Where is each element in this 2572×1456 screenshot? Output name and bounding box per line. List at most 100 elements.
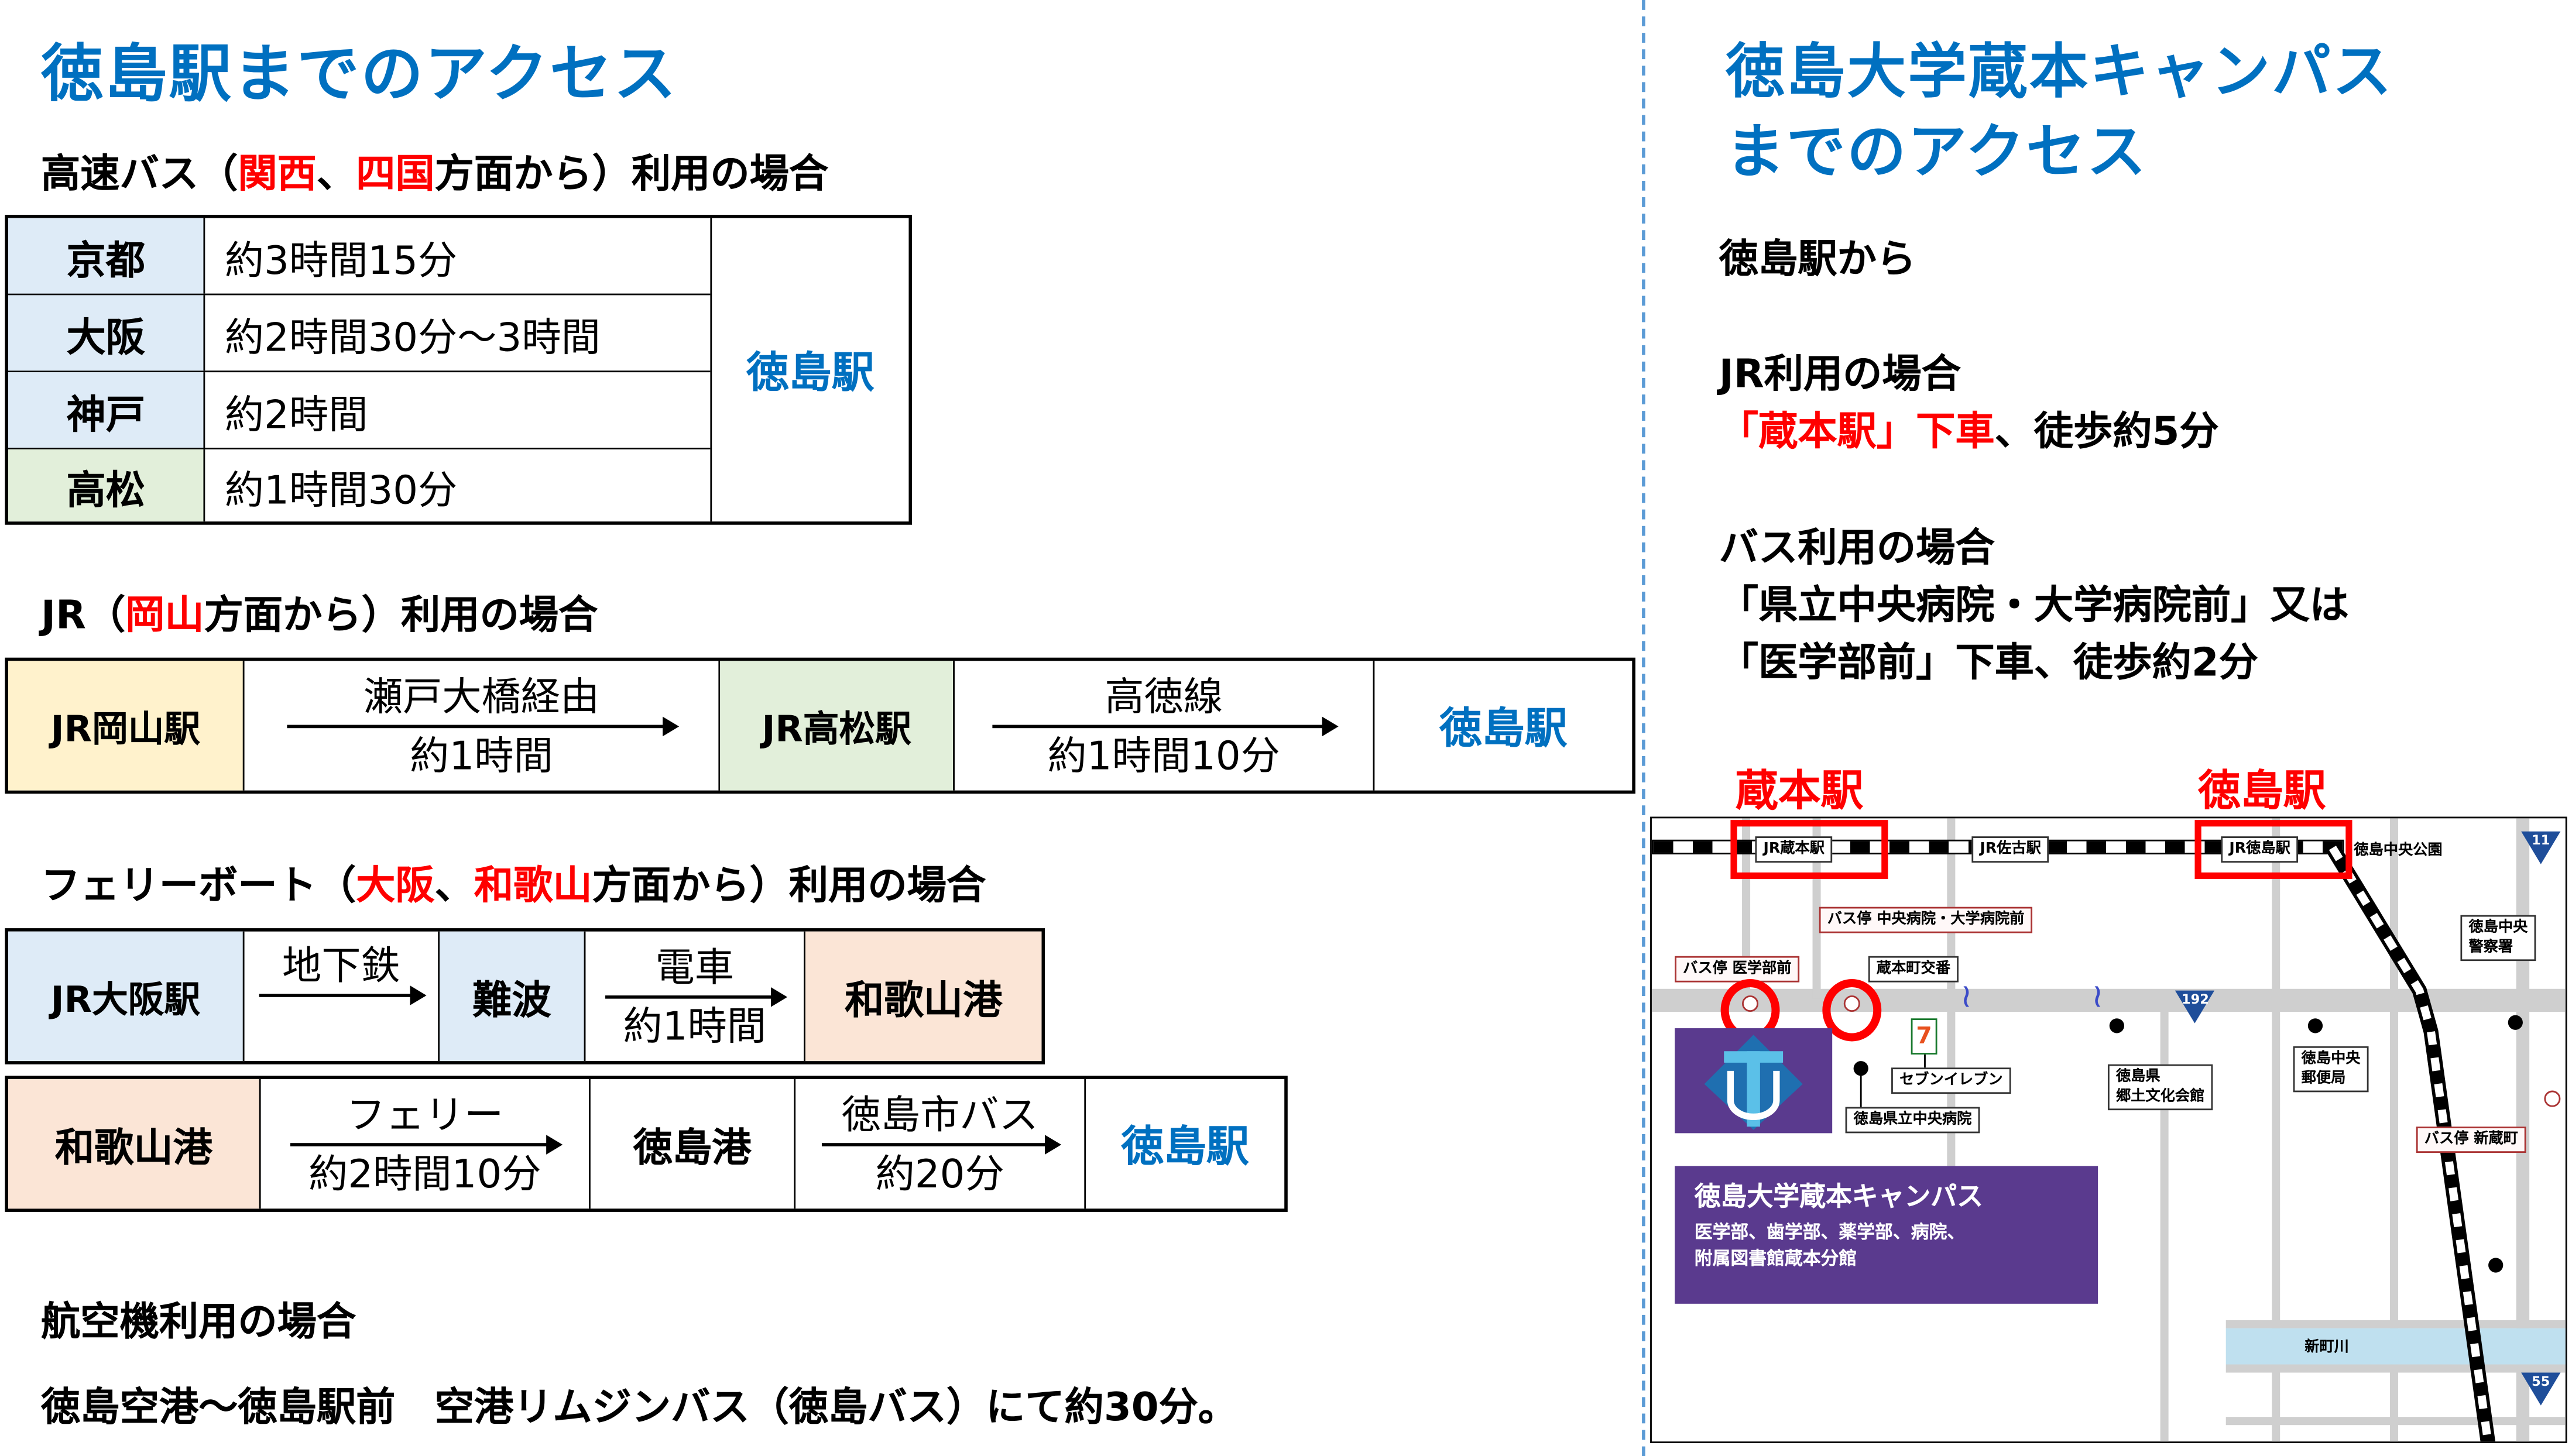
heading-red-okayama: 岡山	[125, 592, 204, 638]
heading-text: 方面から）利用の場合	[434, 150, 829, 197]
university-logo-icon	[1704, 1035, 1803, 1130]
poi-dot	[2488, 1258, 2504, 1273]
highway-bus-heading: 高速バス（関西、四国方面から）利用の場合	[41, 141, 828, 198]
tokushima-callout: 徳島駅	[2198, 767, 2326, 817]
leg-cell: 地下鉄	[245, 931, 440, 1062]
ferry-heading: フェリーボート（大阪、和歌山方面から）利用の場合	[41, 853, 986, 910]
leg-duration: 約20分	[875, 1150, 1004, 1197]
table-row: 京都 約3時間15分	[8, 218, 711, 296]
destination-cell: 徳島駅	[746, 349, 875, 399]
heading-red-kansai: 関西	[238, 150, 317, 197]
table-row: 高松 約1時間30分	[8, 449, 710, 522]
jr-heading: JR（岡山方面から）利用の場合	[41, 582, 598, 640]
leg-label: 電車	[655, 943, 735, 990]
culture-hall-label: 徳島県 郷土文化会館	[2107, 1064, 2213, 1111]
leader-line	[1860, 1072, 1862, 1109]
destination-cell: 徳島駅	[1121, 1123, 1249, 1173]
heading-text: 方面から）利用の場合	[204, 592, 598, 638]
arrow-right-icon	[287, 716, 680, 736]
heading-text: JR（	[41, 592, 126, 638]
river-shinmachi	[2225, 1328, 2566, 1365]
leg-cell: 高徳線 約1時間10分	[955, 661, 1375, 791]
post-office-label: 徳島中央 郵便局	[2293, 1046, 2369, 1093]
origin-cell: 高松	[8, 449, 205, 522]
highway-bus-table: 京都 約3時間15分 大阪 約2時間30分～3時間 神戸 約2時間 高松 約1時…	[5, 215, 913, 525]
duration-cell: 約2時間	[224, 391, 368, 437]
bus-case-line2: 「医学部前」下車、徒歩約2分	[1719, 639, 2258, 686]
campus-info-box: 徳島大学蔵本キャンパス 医学部、歯学部、薬学部、病院、 附属図書館蔵本分館	[1675, 1166, 2098, 1304]
bus-stop-label-igakubu: バス停 医学部前	[1675, 956, 1800, 983]
koban-label: 蔵本町交番	[1868, 956, 1959, 983]
station-cell: JR大阪駅	[8, 931, 245, 1062]
jr-case-heading: JR利用の場合	[1719, 351, 1961, 397]
road	[2225, 1320, 2566, 1328]
river-wave-icon: ≀	[2091, 976, 2104, 1015]
arrow-right-icon	[992, 716, 1339, 736]
station-cell: JR高松駅	[720, 661, 955, 791]
bus-stop-label-hospital: バス停 中央病院・大学病院前	[1819, 906, 2033, 933]
origin-cell: 京都	[8, 218, 205, 294]
station-label-sako: JR佐古駅	[1971, 836, 2049, 863]
tokushima-highlight-box	[2194, 820, 2352, 880]
air-text: 徳島空港～徳島駅前 空港リムジンバス（徳島バス）にて約30分。	[41, 1384, 1238, 1430]
origin-cell: 大阪	[8, 295, 205, 371]
arrow-right-icon	[290, 1134, 563, 1154]
road	[1812, 818, 1821, 999]
leg-label: 瀬戸大橋経由	[363, 673, 600, 719]
station-cell: 和歌山港	[8, 1079, 261, 1209]
leg-duration: 約1時間10分	[1047, 732, 1280, 778]
jr-route-row: JR岡山駅 瀬戸大橋経由 約1時間 JR高松駅 高徳線 約1時間10分 徳島駅	[5, 657, 1635, 794]
station-label-kuramoto: JR蔵本駅	[1755, 836, 1833, 863]
bus-case-heading: バス利用の場合	[1719, 524, 1995, 571]
duration-cell: 約3時間15分	[224, 236, 458, 283]
campus-desc-line1: 医学部、歯学部、薬学部、病院、	[1694, 1221, 1966, 1244]
bus-case-line1: 「県立中央病院・大学病院前」又は	[1719, 582, 2349, 629]
station-cell: 徳島港	[591, 1079, 796, 1209]
park-label: 徳島中央公園	[2354, 843, 2443, 860]
walk-time: 、徒歩約5分	[1994, 408, 2219, 455]
arrow-right-icon	[605, 986, 788, 1007]
leg-cell: 瀬戸大橋経由 約1時間	[245, 661, 721, 791]
station-cell: JR岡山駅	[8, 661, 245, 791]
road	[1742, 818, 1751, 999]
duration-cell: 約2時間30分～3時間	[224, 314, 601, 360]
origins-column: 京都 約3時間15分 大阪 約2時間30分～3時間 神戸 約2時間 高松 約1時…	[8, 218, 712, 522]
station-cell: 和歌山港	[805, 931, 1042, 1062]
campus-block	[1675, 1028, 1833, 1134]
leg-label: 地下鉄	[282, 943, 400, 989]
campus-desc-line2: 附属図書館蔵本分館	[1694, 1248, 1857, 1269]
air-heading: 航空機利用の場合	[41, 1299, 356, 1345]
road	[2160, 1012, 2169, 1442]
poi-dot	[2307, 1018, 2323, 1033]
bus-stop-icon	[2544, 1090, 2561, 1107]
river-wave-icon: ≀	[1960, 976, 1973, 1015]
station-label-tokushima: JR徳島駅	[2221, 836, 2299, 863]
destination-cell: 徳島駅	[1439, 705, 1568, 755]
duration-cell: 約1時間30分	[224, 466, 458, 513]
heading-red-shikoku: 四国	[356, 150, 435, 197]
dashed-divider	[1642, 0, 1645, 1456]
leg-duration: 約1時間	[623, 1002, 767, 1049]
arrow-right-icon	[259, 985, 426, 1005]
poi-dot	[2109, 1018, 2124, 1033]
leg-label: 高徳線	[1105, 673, 1223, 719]
leg-cell: 電車 約1時間	[585, 931, 805, 1062]
heading-text: 方面から）利用の場合	[592, 863, 986, 909]
leg-label: 徳島市バス	[841, 1091, 1038, 1138]
police-label: 徳島中央 警察署	[2460, 915, 2536, 961]
river-label: 新町川	[2304, 1340, 2349, 1357]
heading-text: フェリーボート（	[41, 863, 356, 909]
heading-red-wakayama: 和歌山	[474, 863, 592, 909]
leg-label: フェリー	[346, 1091, 504, 1138]
jr-case-text: 「蔵本駅」下車、徒歩約5分	[1719, 399, 2219, 456]
kuramoto-highlight-box	[1730, 820, 1888, 880]
table-row: 大阪 約2時間30分～3時間	[8, 295, 711, 373]
route-11-icon: 11	[2521, 831, 2561, 864]
heading-text: 高速バス（	[41, 150, 238, 197]
arrow-right-icon	[821, 1134, 1062, 1154]
heading-sep: 、	[434, 863, 474, 909]
seven-eleven-icon: 7	[1911, 1018, 1937, 1055]
leg-cell: 徳島市バス 約20分	[795, 1079, 1086, 1209]
ferry-route-row-1: JR大阪駅 地下鉄 難波 電車 約1時間 和歌山港	[5, 928, 1045, 1064]
